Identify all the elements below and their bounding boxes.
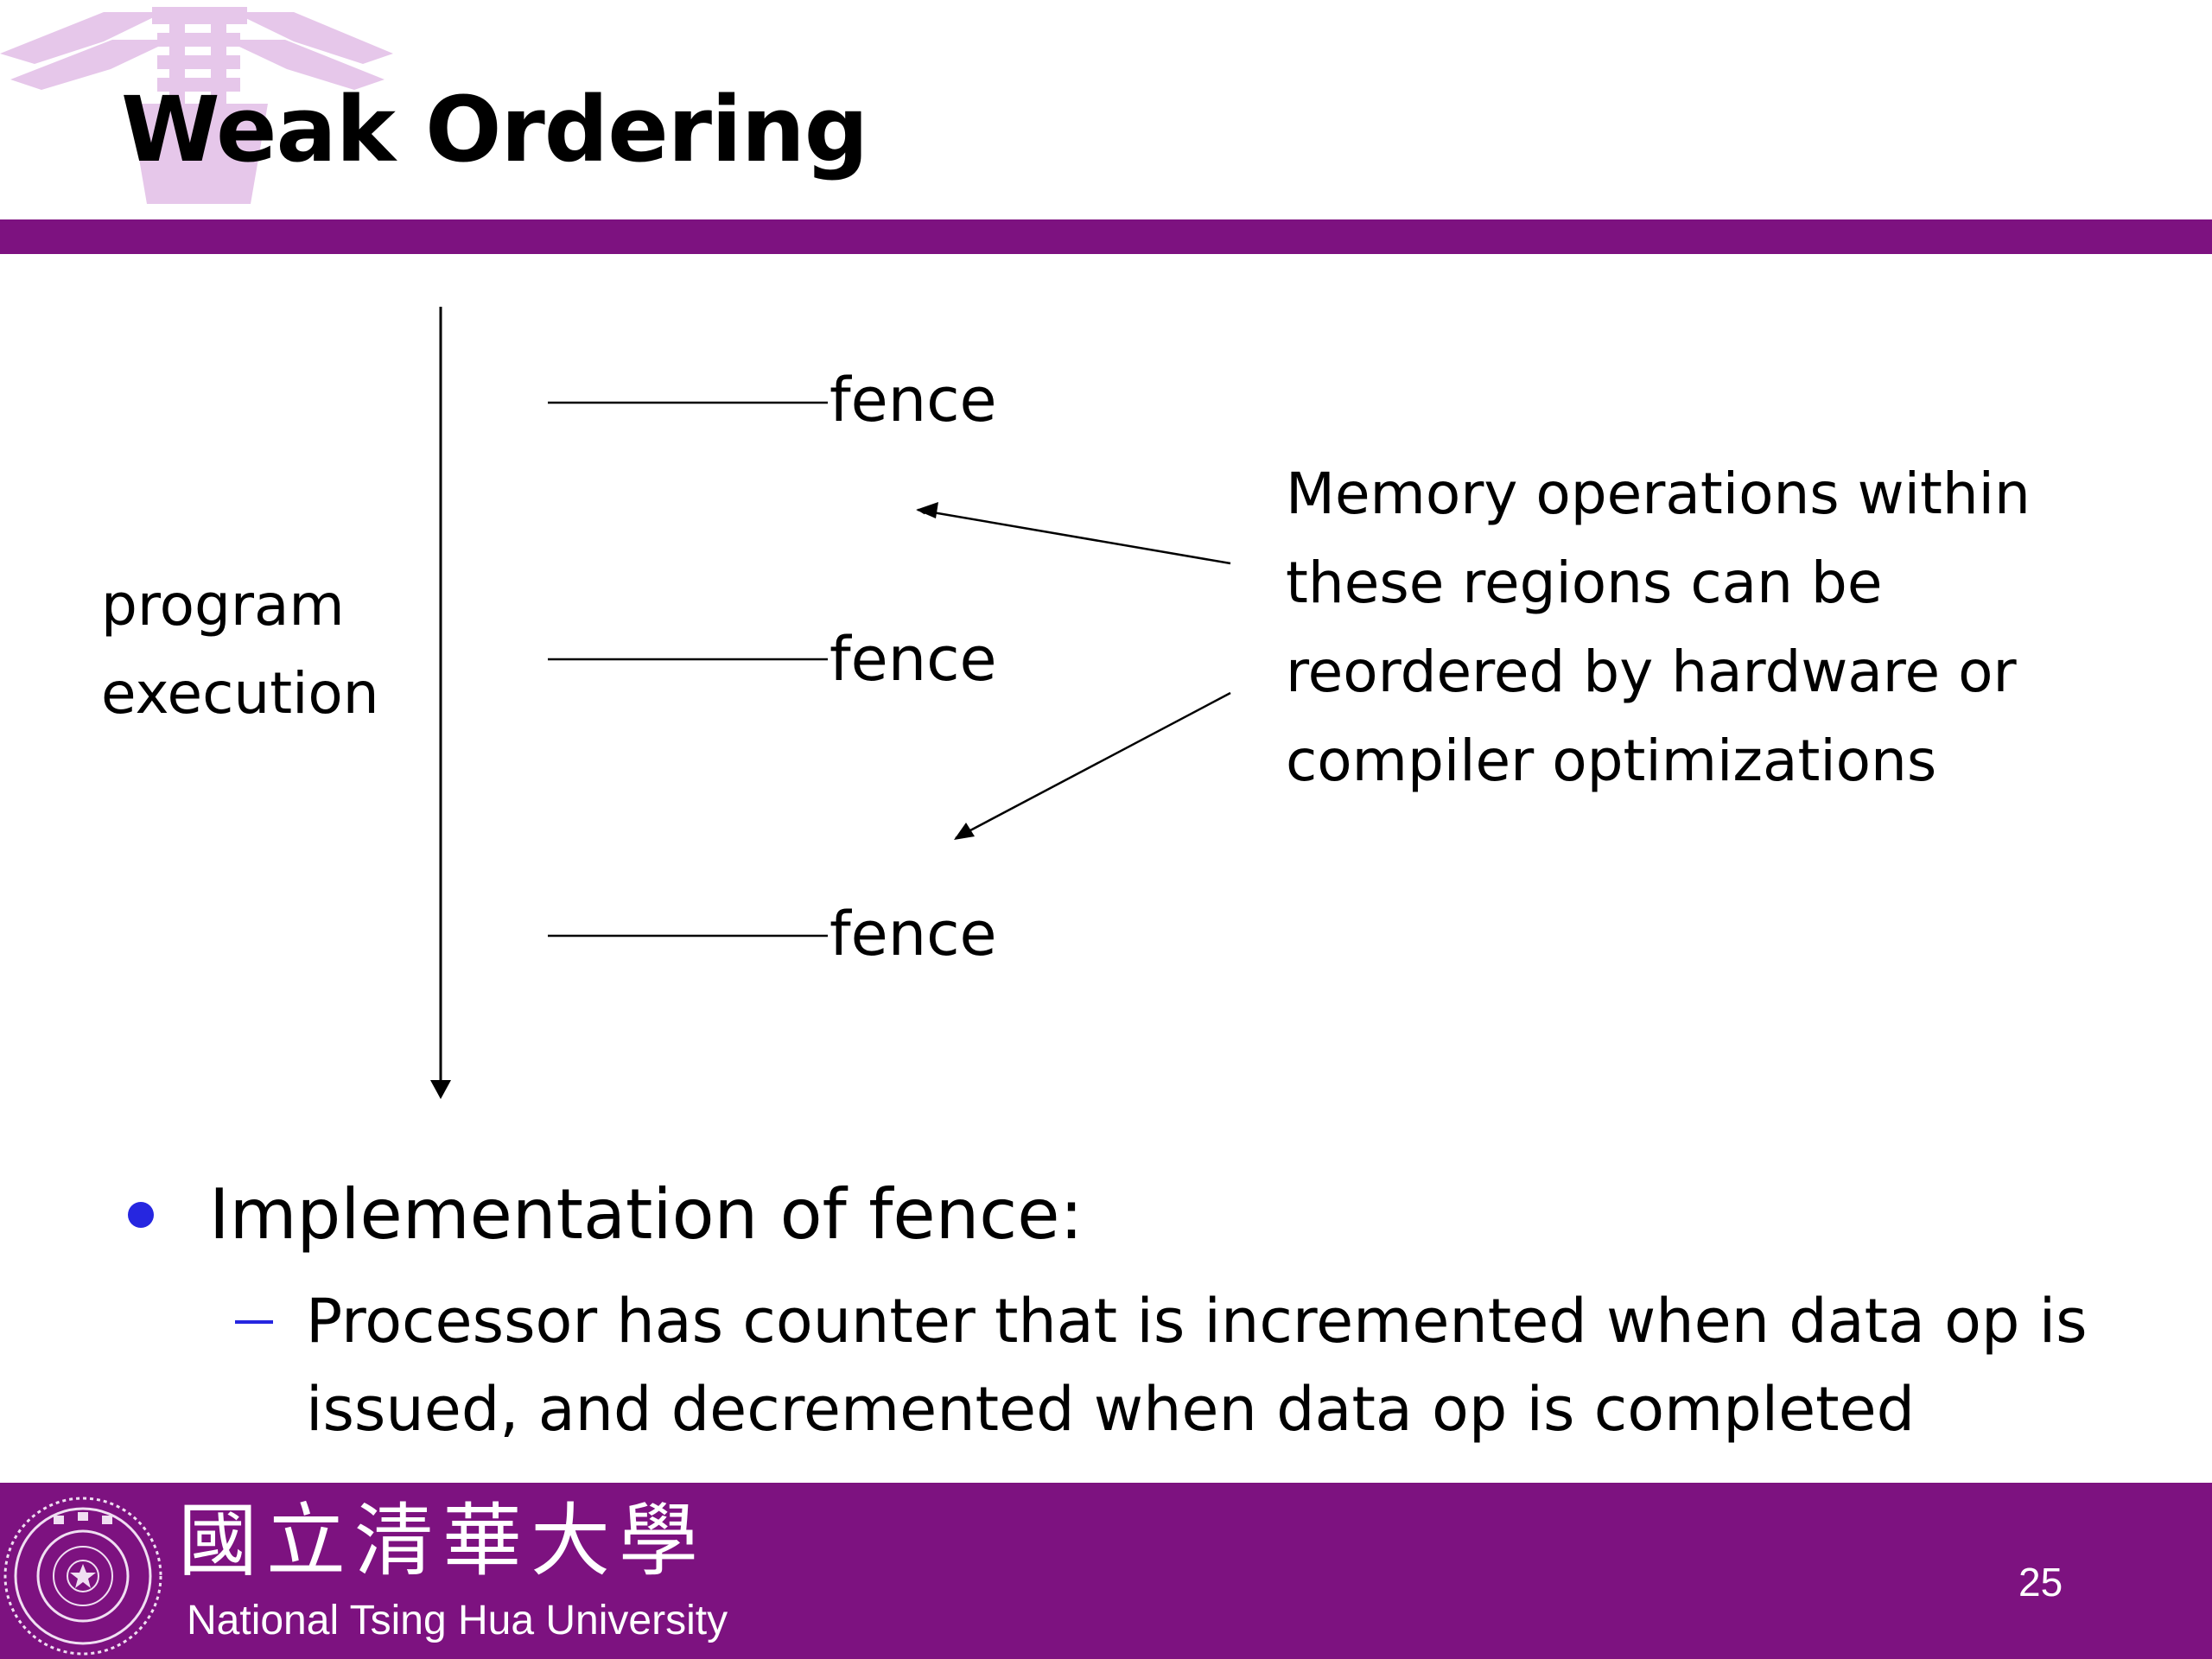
reorder-note: Memory operations within these regions c… <box>1286 449 2184 805</box>
note-arrow-lower-head-icon <box>954 823 975 840</box>
note-arrow-lower <box>955 691 1231 840</box>
footer-bar <box>0 1483 2212 1659</box>
bullet-implementation: Implementation of fence: <box>128 1173 1083 1256</box>
university-logo-watermark-icon <box>0 7 393 204</box>
reorder-note-line-2: these regions can be <box>1286 550 1883 616</box>
weak-ordering-diagram <box>430 307 1231 1099</box>
fence-label-2: fence <box>830 624 997 695</box>
university-name-chinese: 國立清華大學 <box>178 1495 708 1587</box>
bullet-dot-icon <box>128 1202 154 1228</box>
program-execution-arrowhead-icon <box>430 1080 451 1099</box>
page-number: 25 <box>2018 1560 2063 1605</box>
axis-label-execution: execution <box>101 660 379 727</box>
bullet-text: Implementation of fence: <box>209 1174 1084 1255</box>
university-seal-icon <box>3 1497 162 1656</box>
fence-label-3: fence <box>830 899 997 969</box>
sub-bullet-line-1: Processor has counter that is incremente… <box>306 1286 2088 1357</box>
university-name: National Tsing Hua University <box>187 1598 728 1643</box>
sub-bullet-dash-icon <box>235 1320 273 1324</box>
reorder-note-line-1: Memory operations within <box>1286 461 2031 527</box>
reorder-note-line-3: reordered by hardware or <box>1286 639 2017 705</box>
note-arrow-upper <box>917 507 1231 565</box>
title-underline-bar <box>0 219 2212 254</box>
sub-bullet-text: Processor has counter that is incremente… <box>306 1277 2088 1453</box>
reorder-note-line-4: compiler optimizations <box>1286 728 1937 794</box>
axis-label-program: program <box>101 572 345 639</box>
sub-bullet-line-2: issued, and decremented when data op is … <box>306 1374 1916 1445</box>
slide-title: Weak Ordering <box>121 77 868 182</box>
fence-label-1: fence <box>830 365 997 435</box>
note-arrow-upper-head-icon <box>916 502 938 518</box>
